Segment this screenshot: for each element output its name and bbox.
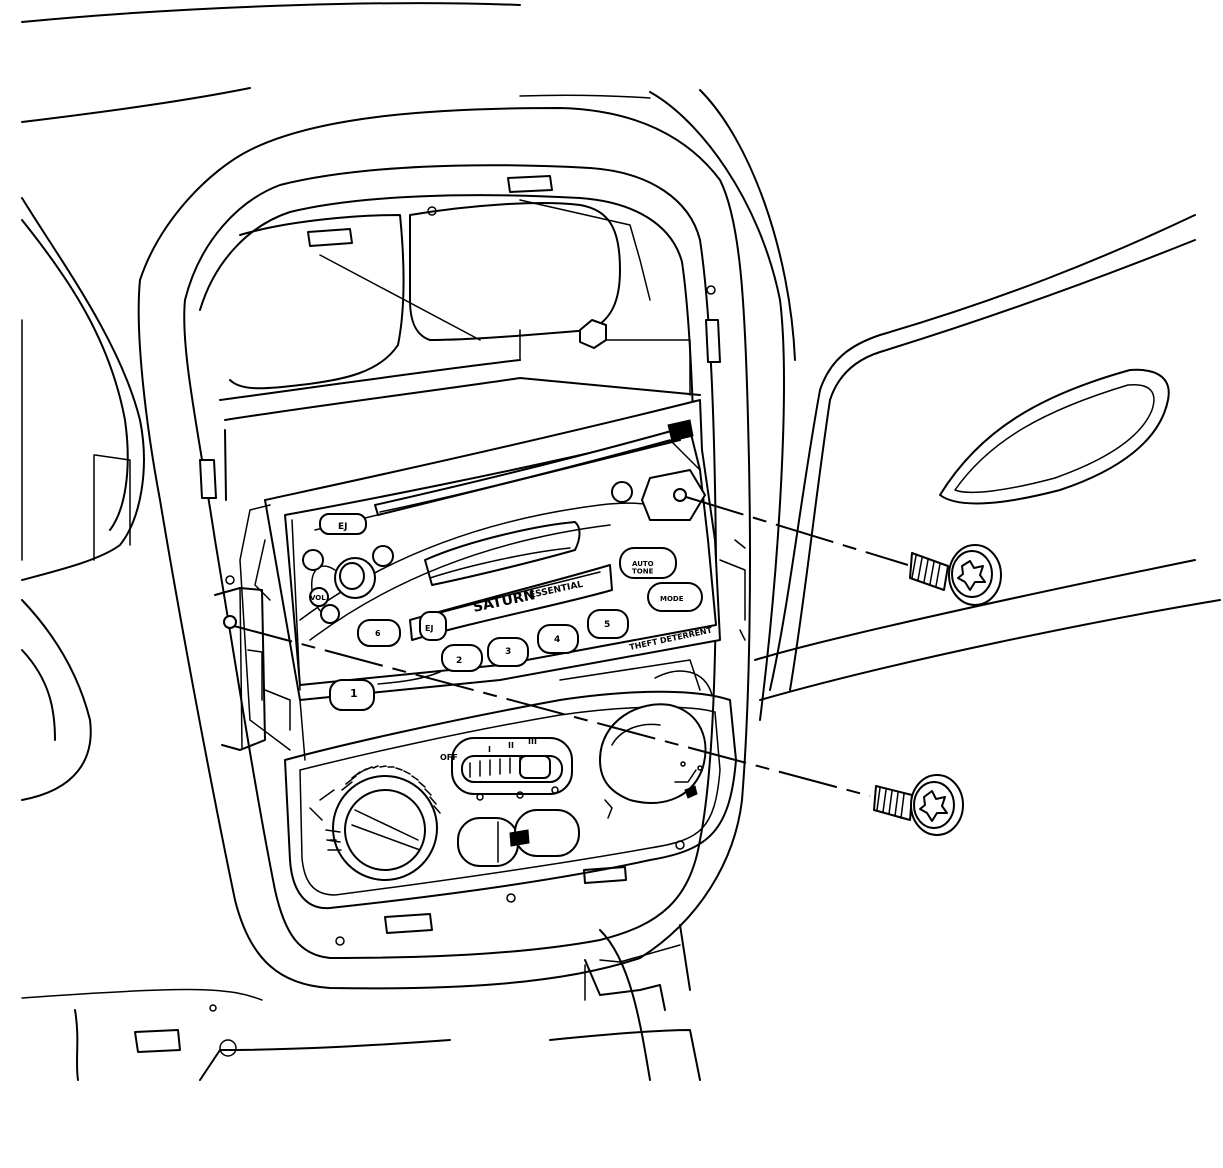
mode-knob (599, 703, 707, 804)
door-panel (769, 214, 1196, 691)
preset-button (357, 619, 401, 647)
fan-off-label: OFF (440, 753, 458, 762)
defrost-mode-icon (684, 785, 698, 799)
defrost-icon (509, 829, 530, 847)
preset-button (587, 609, 629, 639)
eject-button (319, 513, 367, 535)
preset-4-label: 4 (554, 635, 560, 645)
preset-6-label: 6 (375, 629, 381, 638)
radio-cavity (93, 199, 701, 561)
radio-button (372, 545, 394, 567)
fan-1-label: I (488, 745, 491, 754)
preset-1-label: 1 (350, 687, 358, 700)
preset-5-label: 5 (604, 620, 610, 630)
screw-leader-lines (233, 496, 909, 797)
dashboard-surround (21, 2, 1221, 1081)
auto-tone-button (619, 547, 677, 579)
fan-slider-handle (519, 755, 551, 779)
tape-eject-label: EJ (425, 624, 433, 633)
radio-button (309, 587, 329, 607)
fan-2-label: II (508, 741, 514, 750)
bezel (137, 107, 751, 990)
climate-control-panel: OFF I II III (284, 659, 737, 910)
radio-display (409, 564, 613, 641)
preset-button (537, 624, 579, 654)
fan-3-label: III (528, 737, 537, 746)
preset-button (441, 644, 483, 672)
temperature-scale-ticks (341, 765, 441, 814)
vol-label: VOL (310, 594, 326, 602)
preset-2-label: 2 (456, 656, 462, 666)
radio-head-unit: SATURN ESSENTIAL THEFT DETERRENT EJ EJ V… (239, 399, 721, 751)
preset-3-label: 3 (505, 647, 511, 657)
upper-screw-leader (685, 496, 909, 566)
radio-button (302, 549, 324, 571)
eject-label: EJ (338, 522, 348, 532)
tape-window (424, 521, 581, 586)
lower-screw (873, 774, 964, 836)
center-console (584, 924, 691, 1011)
tape-eject-button (419, 611, 447, 641)
mounting-bracket (214, 469, 746, 751)
mode-label: MODE (660, 595, 684, 603)
torx-head-icon (957, 560, 986, 591)
radio-button (320, 604, 340, 624)
preset-button (487, 637, 529, 667)
lower-screw-leader (233, 625, 871, 797)
torx-head-icon (919, 790, 948, 822)
preset-button (329, 679, 375, 711)
mode-button (647, 582, 703, 612)
radio-button (611, 481, 633, 503)
ac-button (457, 817, 519, 867)
upper-screw (909, 544, 1002, 606)
